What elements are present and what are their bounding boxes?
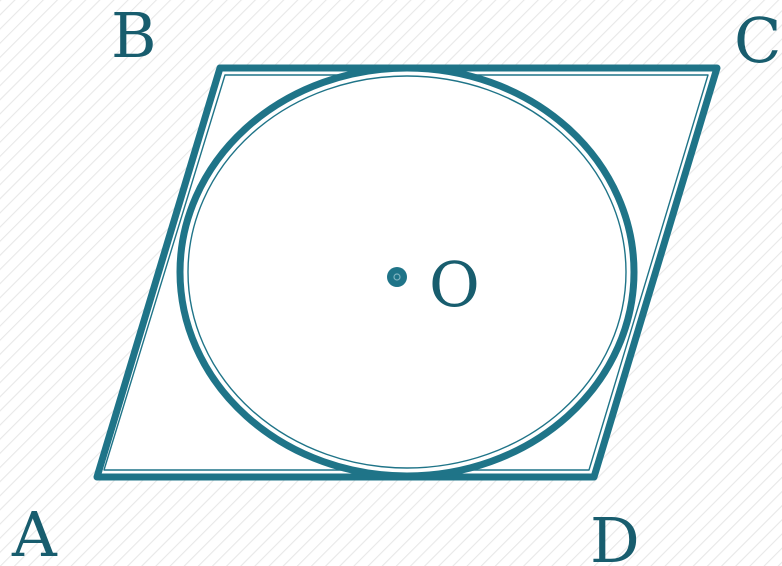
label-vertex-b: B — [111, 0, 157, 72]
label-vertex-c: C — [734, 4, 781, 77]
center-point-o — [387, 267, 407, 287]
label-vertex-d: D — [590, 504, 640, 566]
inscribed-circle — [176, 64, 638, 480]
center-dot-highlight — [393, 273, 401, 281]
circle-inner-border — [187, 75, 627, 469]
center-dot — [387, 267, 407, 287]
label-vertex-a: A — [11, 498, 58, 566]
label-center-o: O — [429, 248, 480, 321]
circle-outer-border — [176, 64, 638, 480]
